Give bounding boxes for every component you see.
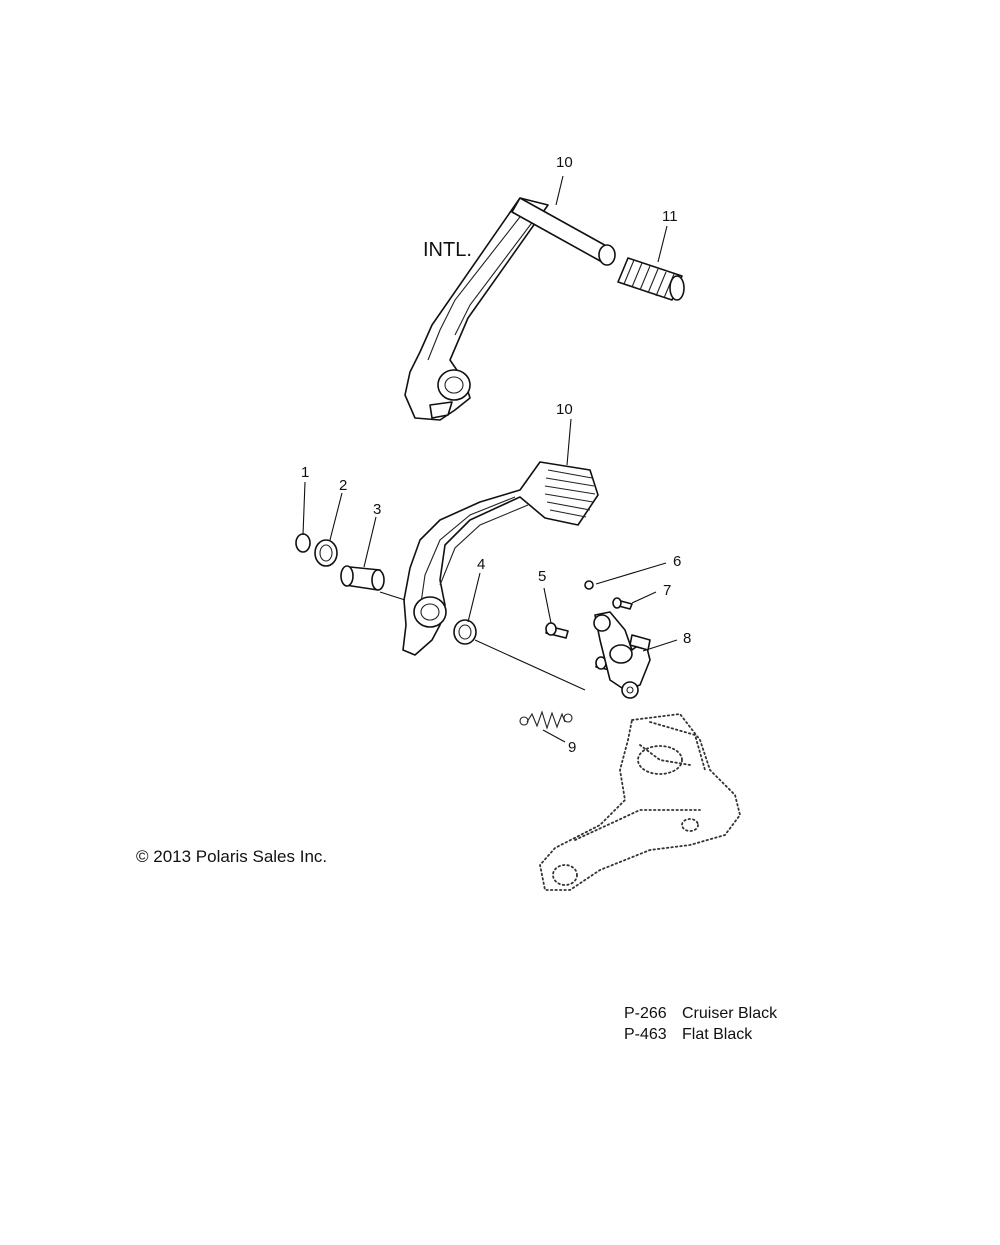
- snap-ring: [295, 533, 311, 553]
- callout-11: 11: [662, 208, 678, 225]
- callout-2: 2: [339, 477, 347, 494]
- clevis-pin: [612, 597, 633, 610]
- phantom-footpeg-bracket: [539, 713, 741, 891]
- paint-name: Flat Black: [682, 1026, 753, 1043]
- pedal-tread-ribs: [544, 469, 596, 518]
- callout-8: 8: [683, 630, 691, 647]
- callout-9: 9: [568, 739, 576, 756]
- intl-label: INTL.: [423, 239, 472, 261]
- callout-1: 1: [301, 464, 309, 481]
- pivot-axis-line: [379, 591, 586, 691]
- washer-4: [453, 619, 477, 645]
- foot-peg-rubber: [617, 257, 685, 301]
- callout-4: 4: [477, 556, 485, 573]
- callout-3: 3: [373, 501, 381, 518]
- brake-pedal: [402, 461, 599, 656]
- paint-code: P-463: [624, 1026, 667, 1043]
- callout-leaders: [302, 175, 678, 743]
- callout-6: 6: [673, 553, 681, 570]
- return-spring: [519, 710, 573, 730]
- copyright-notice: © 2013 Polaris Sales Inc.: [136, 847, 327, 866]
- callout-10-top: 10: [556, 154, 573, 171]
- callout-7: 7: [663, 582, 671, 599]
- paint-code-list: P-266 Cruiser Black P-463 Flat Black: [624, 1003, 777, 1045]
- paint-code: P-266: [624, 1005, 667, 1022]
- callout-10-mid: 10: [556, 401, 573, 418]
- washer-2: [314, 539, 338, 567]
- callout-5: 5: [538, 568, 546, 585]
- paint-name: Cruiser Black: [682, 1005, 778, 1022]
- paint-code-row: P-266 Cruiser Black: [624, 1003, 777, 1024]
- clip: [584, 580, 594, 590]
- bolt-upper: [545, 622, 569, 639]
- bushing: [340, 565, 385, 591]
- intl-brake-pedal: [404, 197, 616, 421]
- brake-link-assembly: [593, 611, 651, 699]
- paint-code-row: P-463 Flat Black: [624, 1024, 777, 1045]
